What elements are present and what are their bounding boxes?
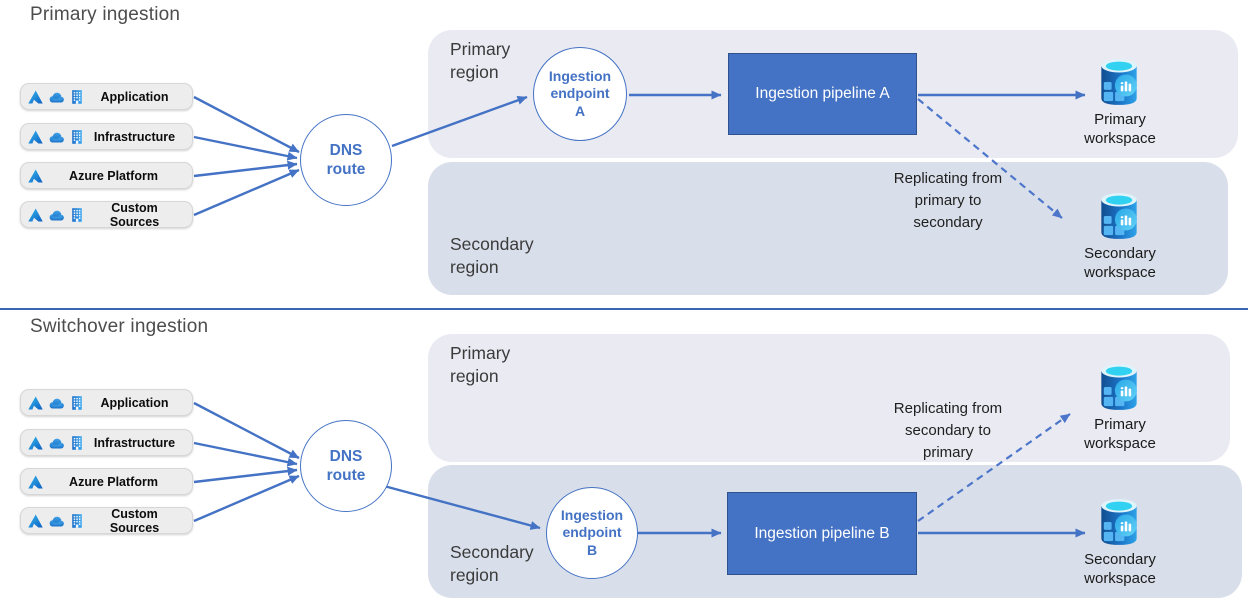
building-icon [69,395,85,411]
source-azure-platform-top: Azure Platform [20,162,193,189]
source-label: Azure Platform [69,474,158,489]
azure-logo-icon [27,435,43,451]
azure-logo-icon [27,395,43,411]
source-label: Application [100,89,169,104]
cloud-icon [48,129,64,145]
secondary-workspace-label-bottom: Secondary workspace [1084,551,1156,587]
source-custom-sources-bottom: Custom Sources [20,506,193,535]
source-label: Infrastructure [93,435,176,450]
source-label: Infrastructure [93,129,176,144]
building-icon [69,207,85,223]
section-title-primary-ingestion: Primary ingestion [30,4,181,25]
dns-route-label: DNS route [326,447,366,484]
primary-workspace-label-bottom: Primary workspace [1084,416,1156,452]
cloud-icon [48,89,64,105]
primary-region-label-bottom: Primary region [450,343,511,387]
primary-region-box-bottom [428,334,1230,462]
log-analytics-workspace-icon [1097,361,1141,414]
building-icon [69,89,85,105]
ingestion-pipeline-a-box: Ingestion pipeline A [728,53,917,135]
primary-workspace-label-top: Primary workspace [1084,111,1156,147]
source-infrastructure-bottom: Infrastructure [20,429,193,456]
source-infrastructure-top: Infrastructure [20,123,193,150]
secondary-region-label-bottom: Secondary region [450,542,534,586]
cloud-icon [48,435,64,451]
ingestion-pipeline-b-label: Ingestion pipeline B [754,524,890,542]
source-application-top: Application [20,83,193,110]
ingestion-endpoint-a-node: Ingestion endpoint A [533,47,627,141]
dns-route-node-top: DNS route [300,114,392,206]
azure-logo-icon [27,474,43,490]
source-label: Custom Sources [109,200,160,229]
replication-note-top: Replicating from primary to secondary [893,170,1003,231]
source-label: Azure Platform [69,168,158,183]
secondary-workspace-label-top: Secondary workspace [1084,245,1156,281]
ingestion-endpoint-a-label: Ingestion endpoint A [548,68,612,119]
ingestion-endpoint-b-node: Ingestion endpoint B [546,487,638,579]
source-azure-platform-bottom: Azure Platform [20,468,193,495]
log-analytics-workspace-icon [1097,56,1141,109]
building-icon [69,129,85,145]
source-label: Custom Sources [109,506,160,535]
replication-note-bottom: Replicating from secondary to primary [893,400,1003,461]
primary-region-label-top: Primary region [450,39,511,83]
azure-logo-icon [27,513,43,529]
secondary-region-box-top [428,162,1228,295]
cloud-icon [48,207,64,223]
dns-route-label: DNS route [326,141,366,178]
building-icon [69,435,85,451]
azure-logo-icon [27,129,43,145]
log-analytics-workspace-icon [1097,496,1141,549]
source-custom-sources-top: Custom Sources [20,200,193,229]
azure-logo-icon [27,89,43,105]
cloud-icon [48,395,64,411]
source-application-bottom: Application [20,389,193,416]
ingestion-pipeline-a-label: Ingestion pipeline A [755,85,890,102]
azure-logo-icon [27,168,43,184]
azure-logo-icon [27,207,43,223]
log-analytics-workspace-icon [1097,190,1141,243]
section-divider [0,308,1248,310]
building-icon [69,513,85,529]
cloud-icon [48,513,64,529]
secondary-region-label-top: Secondary region [450,234,534,278]
section-title-switchover-ingestion: Switchover ingestion [30,316,209,337]
ingestion-pipeline-b-box: Ingestion pipeline B [727,492,917,575]
ingestion-endpoint-b-label: Ingestion endpoint B [560,507,624,558]
source-label: Application [100,395,169,410]
dns-route-node-bottom: DNS route [300,420,392,512]
